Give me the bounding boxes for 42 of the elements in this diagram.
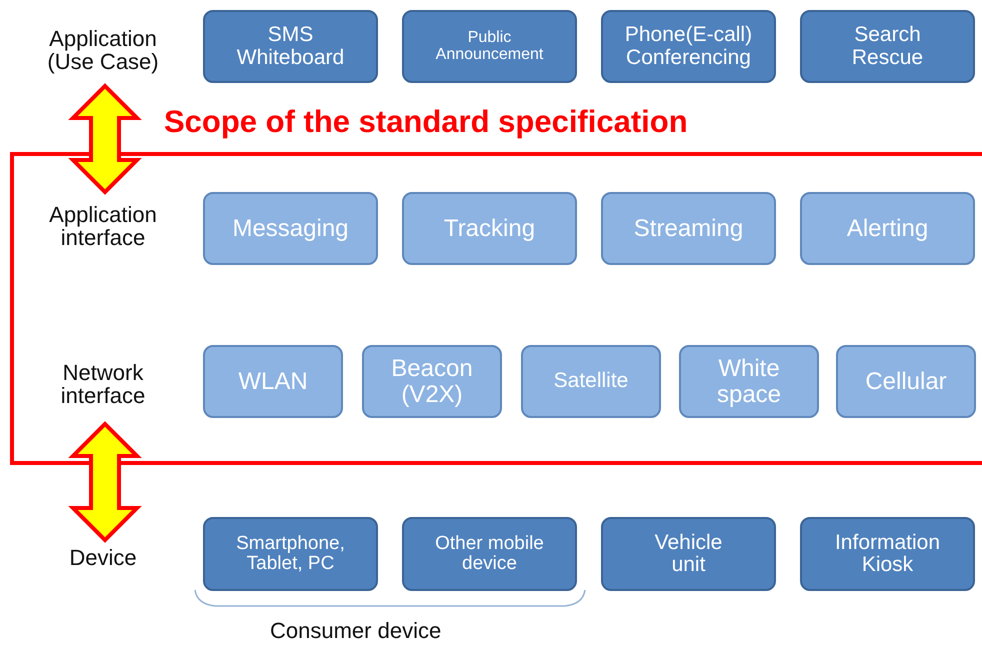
- use-case-box: [203, 10, 378, 83]
- interface-box: [203, 345, 343, 418]
- box-label: White space: [716, 356, 782, 407]
- use-case-box: [402, 10, 577, 83]
- box-label: Streaming: [632, 216, 744, 242]
- box-label: Information Kiosk: [834, 532, 942, 576]
- box-label: Vehicle unit: [654, 532, 724, 576]
- interface-box: [521, 345, 661, 418]
- layer-label: Application (Use Case): [46, 26, 160, 74]
- box-label: Search Rescue: [850, 24, 924, 69]
- interface-box: [679, 345, 819, 418]
- box-label: Public Announcement: [434, 30, 544, 64]
- use-case-box: [402, 517, 577, 591]
- double-arrow: [68, 83, 142, 195]
- scope-title: Scope of the standard specification: [164, 106, 688, 139]
- box-label: Phone(E-call) Conferencing: [624, 24, 754, 69]
- group-label: Consumer device: [270, 618, 442, 644]
- layer-label: Application interface: [48, 202, 158, 250]
- box-label: Tracking: [442, 216, 536, 242]
- interface-box: [836, 345, 976, 418]
- interface-box: [601, 192, 776, 265]
- use-case-box: [800, 10, 975, 83]
- interface-box: [362, 345, 502, 418]
- double-arrow: [68, 421, 142, 543]
- box-label: Beacon (V2X): [390, 356, 474, 407]
- box-label: SMS Whiteboard: [236, 24, 346, 69]
- use-case-box: [601, 10, 776, 83]
- box-label: Messaging: [231, 216, 350, 242]
- box-label: Other mobile device: [434, 534, 545, 574]
- use-case-box: [601, 517, 776, 591]
- layer-label: Device: [68, 546, 138, 570]
- interface-box: [800, 192, 975, 265]
- use-case-box: [203, 517, 378, 591]
- box-label: Satellite: [552, 370, 630, 393]
- layer-label: Network interface: [60, 360, 146, 408]
- box-label: WLAN: [237, 368, 309, 394]
- box-label: Smartphone, Tablet, PC: [235, 534, 346, 574]
- box-label: Alerting: [846, 216, 930, 242]
- box-label: Cellular: [864, 368, 948, 394]
- use-case-box: [800, 517, 975, 591]
- interface-box: [402, 192, 577, 265]
- interface-box: [203, 192, 378, 265]
